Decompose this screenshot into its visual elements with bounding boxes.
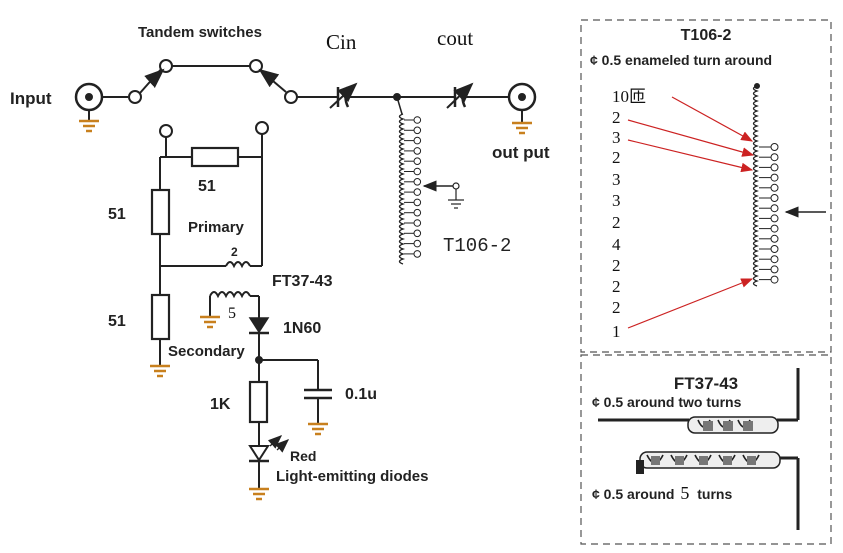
- coil-tap-point: [413, 250, 422, 258]
- coil-tap-point: [413, 116, 422, 124]
- t106-label: T106-2: [443, 235, 511, 257]
- transformer-label: FT37-43: [272, 273, 333, 290]
- coil-tap-point: [770, 194, 779, 202]
- coil-tap-point: [770, 275, 779, 284]
- tandem-switches-label: Tandem switches: [138, 24, 262, 41]
- tandem-switch-1: [128, 59, 173, 138]
- cin-variable-capacitor: [329, 82, 358, 109]
- inset-turn-count: 2: [612, 148, 621, 167]
- coil-tap-point: [770, 265, 779, 274]
- ft37-transformer: [209, 261, 262, 299]
- inset-tap-arrows: [627, 96, 755, 329]
- ground-icon: [249, 487, 269, 501]
- inset-ft37-primary-note: ¢ 0.5 around two turns: [592, 394, 742, 410]
- ground-icon: [308, 422, 328, 436]
- inset-turn-count: 2: [612, 298, 621, 317]
- inset-turn-count: 3: [612, 170, 621, 189]
- cout-label: cout: [437, 26, 473, 50]
- secondary-label: Secondary: [168, 343, 245, 360]
- inset-turn-count: 2: [612, 108, 621, 127]
- coil-tap-point: [413, 178, 422, 186]
- coil-tap-point: [770, 183, 779, 192]
- capacitor-0-1u: [304, 388, 332, 400]
- coil-tap-point: [413, 219, 422, 227]
- input-label: Input: [10, 89, 52, 108]
- coil-tap-point: [413, 126, 422, 135]
- inset-turn-count: 3: [612, 128, 621, 147]
- cin-label: Cin: [326, 30, 357, 54]
- coil-tap-point: [413, 188, 422, 196]
- inset-ft37-secondary-note: ¢ 0.5 around 5 turns: [592, 483, 732, 503]
- coil-tap-point: [770, 245, 779, 253]
- output-connector: [507, 82, 537, 135]
- coil-tap-point: [413, 157, 422, 165]
- led-label: Light-emitting diodes: [276, 468, 428, 485]
- secondary-turn-marker: [651, 456, 660, 465]
- inset-turn-count: 4: [612, 235, 621, 254]
- inset-turn-count: 10匝: [612, 87, 646, 106]
- secondary-turns-label: 5: [228, 305, 236, 322]
- diode-label: 1N60: [283, 320, 321, 337]
- cout-variable-capacitor: [446, 82, 474, 109]
- resistor-51-top-label: 51: [198, 178, 216, 195]
- inset-ft37-title: FT37-43: [674, 374, 738, 393]
- led-red: [248, 435, 290, 463]
- coil-tap-point: [413, 136, 422, 145]
- capacitor-label: 0.1u: [345, 386, 377, 403]
- inset-turn-count: 1: [612, 322, 621, 341]
- coil-tap-point: [413, 239, 422, 248]
- primary-turns-label: 2: [231, 245, 238, 259]
- resistor-51-bottom: [150, 293, 171, 341]
- diode-1n60: [248, 317, 270, 335]
- input-connector: [74, 82, 104, 133]
- tandem-switch-2: [249, 59, 298, 135]
- resistor-51-left-label: 51: [108, 206, 126, 223]
- coil-tap-point: [413, 229, 422, 238]
- coil-tap-point: [413, 167, 422, 176]
- coil-tap-point: [413, 147, 422, 155]
- secondary-turn-marker: [747, 456, 756, 465]
- resistor-1k: [248, 380, 269, 424]
- coil-tap-point: [770, 143, 779, 151]
- inset-turn-count: 2: [612, 213, 621, 232]
- inset-turn-count: 2: [612, 277, 621, 296]
- coil-tap-point: [413, 208, 422, 217]
- resistor-51-left: [150, 188, 171, 236]
- resistor-51-bottom-label: 51: [108, 313, 126, 330]
- coil-tap-point: [770, 214, 779, 223]
- main-schematic: Tandem switches Input: [10, 24, 550, 501]
- secondary-turn-marker: [699, 456, 708, 465]
- coil-tap-point: [770, 204, 779, 213]
- coil-tap-point: [770, 153, 779, 162]
- ground-icon: [200, 315, 220, 329]
- led-color-label: Red: [290, 448, 316, 464]
- t106-tapped-coil: [393, 93, 464, 265]
- coil-tap-point: [770, 163, 779, 172]
- coil-tap-point: [770, 234, 779, 243]
- output-label: out put: [492, 143, 550, 162]
- secondary-turn-marker: [723, 456, 732, 465]
- ground-icon: [79, 119, 99, 133]
- inset-ft37-winding: FT37-43 ¢ 0.5 around two turns ¢ 0.5 aro…: [580, 354, 832, 545]
- inset-t106-title: T106-2: [681, 27, 732, 44]
- primary-label: Primary: [188, 219, 245, 236]
- inset-t106-winding: T106-2 ¢ 0.5 enameled turn around 10匝232…: [580, 19, 832, 353]
- inset-turn-count: 3: [612, 191, 621, 210]
- coil-tap-point: [770, 173, 779, 182]
- coil-tap-point: [413, 198, 422, 207]
- inset-t106-wire-note: ¢ 0.5 enameled turn around: [590, 52, 772, 68]
- resistor-51-top: [190, 146, 240, 168]
- inset-turn-count: 2: [612, 256, 621, 275]
- ground-icon: [512, 121, 532, 135]
- coil-tap-point: [770, 255, 779, 264]
- coil-tap-point: [770, 224, 779, 233]
- resistor-1k-label: 1K: [210, 396, 231, 413]
- secondary-turn-marker: [675, 456, 684, 465]
- ground-icon: [150, 364, 170, 378]
